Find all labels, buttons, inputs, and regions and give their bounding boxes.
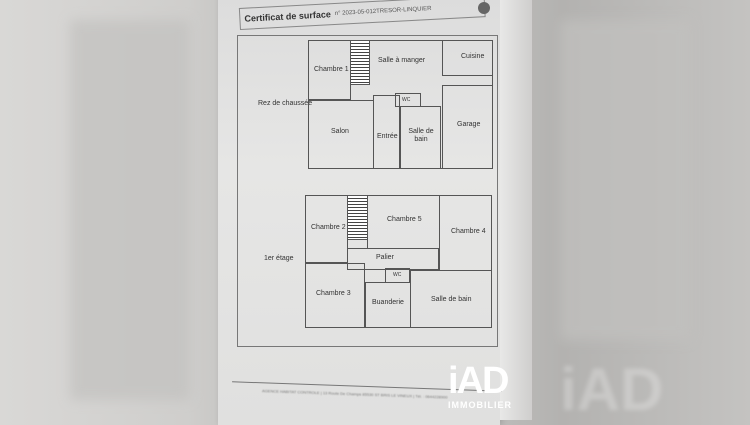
room-label: Salle à manger	[378, 57, 426, 64]
logo-tagline: IMMOBILIER	[448, 400, 512, 410]
room-label: Salle de bain	[431, 296, 472, 303]
background-blur	[560, 20, 690, 340]
document-title: Certificat de surface	[244, 9, 332, 24]
room-salon	[308, 100, 374, 169]
room-label: Buanderie	[372, 299, 404, 306]
page-spine	[500, 0, 532, 420]
room-label: Salle de bain	[408, 128, 434, 143]
stairs-icon	[347, 195, 368, 240]
room-entree	[373, 95, 400, 169]
room-label: Cuisine	[461, 53, 485, 60]
room-label: Chambre 2	[311, 224, 346, 231]
seal-icon	[478, 2, 490, 14]
room-chambre-3	[305, 263, 365, 328]
room-label: WC	[393, 272, 402, 278]
document-reference: n° 2023-05-012TRESOR-LINQUIER	[334, 5, 432, 18]
room-label: Chambre 3	[316, 290, 351, 297]
room-palier	[347, 248, 439, 270]
room-salle-de-bain	[400, 106, 441, 169]
floor-label: 1er étage	[264, 255, 294, 262]
room-label: WC	[402, 97, 411, 103]
background-blur	[70, 20, 190, 400]
room-label: Chambre 5	[387, 216, 422, 223]
stairs-icon	[350, 40, 370, 85]
watermark-logo: iAD	[560, 356, 664, 423]
room-label: Chambre 4	[451, 228, 486, 235]
room-label: Chambre 1	[314, 66, 349, 73]
room-label: Entrée	[377, 133, 398, 140]
logo-mark: iAD	[448, 360, 509, 402]
iad-logo: iAD IMMOBILIER	[448, 362, 512, 410]
plan-frame	[237, 35, 498, 347]
floor-label: Rez de chaussée	[258, 100, 313, 107]
room-cuisine	[442, 40, 493, 76]
room-label: Palier	[376, 254, 394, 261]
room-label: Garage	[457, 121, 481, 128]
room-garage	[442, 85, 493, 169]
room-label: Salon	[331, 128, 349, 135]
room-salle-de-bain	[410, 270, 492, 328]
